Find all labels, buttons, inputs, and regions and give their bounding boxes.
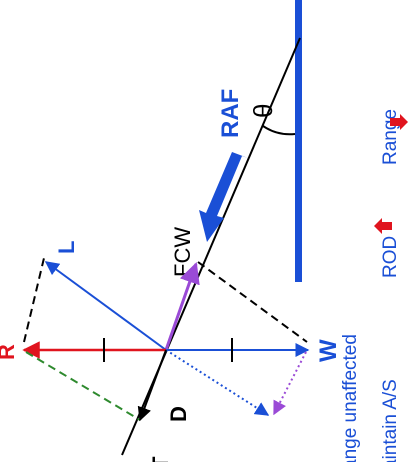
rod-increase-arrow (374, 218, 392, 234)
thrust-label: T (148, 456, 173, 462)
flight-path-line (121, 37, 301, 456)
fcw-label: FCW (170, 227, 195, 277)
rod-text: ROD (380, 236, 401, 278)
purple-dotted-link (273, 351, 307, 416)
maintain-as-text: aintain A/S (380, 379, 401, 462)
range-unaffected-text: ange unaffected (340, 334, 361, 462)
fcw-arrow (164, 262, 200, 351)
range-decrease-arrow (390, 114, 408, 130)
theta-label: θ (248, 104, 278, 118)
raf-label: RAF (217, 89, 244, 138)
drag-arrow (137, 349, 167, 422)
resultant-label: R (0, 344, 19, 360)
range-text: Range (380, 109, 401, 165)
ground-line (295, 0, 302, 282)
lift-label: L (54, 241, 79, 254)
theta-arc (262, 125, 296, 136)
dashed-fcw-to-w (197, 261, 308, 343)
dashed-r-to-l (23, 257, 45, 343)
weight-label: W (315, 339, 342, 362)
lift-arrow (44, 261, 167, 351)
green-dashed-line (25, 351, 141, 421)
drag-label: D (166, 406, 191, 422)
raf-arrow (199, 152, 248, 242)
weight-drag-component (165, 349, 270, 416)
